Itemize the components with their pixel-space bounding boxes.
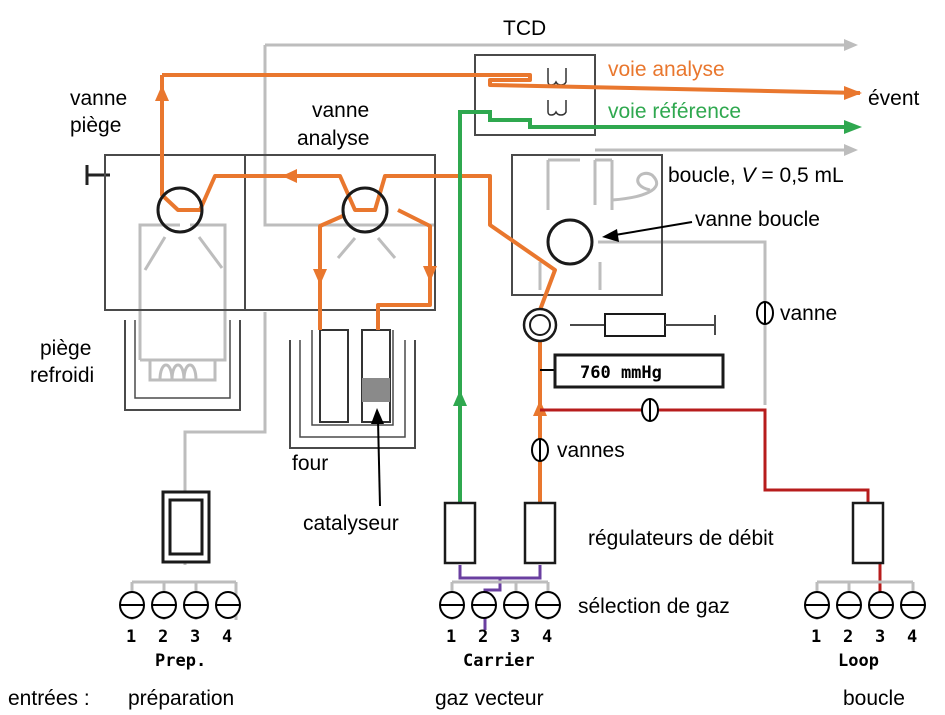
carrier-ports: 1 2 3 4 Carrier: [446, 627, 552, 671]
vanne-boucle-label: vanne boucle: [695, 208, 820, 231]
pressure-readout: 760 mmHg: [580, 363, 662, 383]
carrier-selector-valve-4: [535, 591, 561, 619]
event-label: évent: [868, 87, 920, 110]
four-label: four: [292, 452, 328, 475]
prep-selector-valve-2: [151, 591, 177, 619]
piege-refroidi-label-line2: refroidi: [30, 364, 94, 387]
flow-regulator-reference: [443, 501, 477, 565]
vanne-label: vanne: [780, 302, 837, 325]
vanne-piege-label-line1: vanne: [70, 87, 127, 110]
labels: TCD voie analyse voie référence évent va…: [8, 17, 920, 710]
prep-port-2: 2: [158, 627, 168, 647]
tcd-detector: [474, 54, 596, 136]
loop-valve-box: [511, 154, 663, 296]
gaz-vecteur-label: gaz vecteur: [435, 687, 544, 710]
loop-group-name: Loop: [838, 651, 879, 671]
carrier-port-2: 2: [478, 627, 488, 647]
regulateurs-label: régulateurs de débit: [588, 527, 774, 550]
carrier-selector-valve-1: [439, 591, 465, 619]
loop-port-2: 2: [843, 627, 853, 647]
carrier-port-3: 3: [510, 627, 520, 647]
vannes-label: vannes: [557, 439, 625, 462]
prep-selector-valve-4: [215, 591, 241, 619]
carrier-port-1: 1: [446, 627, 456, 647]
small-valves: [531, 301, 774, 462]
loop-port-3: 3: [875, 627, 885, 647]
valve-oven-box: [104, 154, 436, 311]
prep-port-1: 1: [126, 627, 136, 647]
carrier-selector-valve-3: [503, 591, 529, 619]
pressure-gauge: 760 mmHg: [540, 353, 725, 389]
preparation-label: préparation: [128, 687, 234, 710]
entrees-label: entrées :: [8, 687, 90, 710]
tcd-label: TCD: [503, 17, 546, 40]
prep-selector-valve-3: [183, 591, 209, 619]
loop-port-1: 1: [811, 627, 821, 647]
catalyseur-label: catalyseur: [303, 512, 399, 535]
prep-ports: 1 2 3 4 Prep.: [126, 627, 232, 671]
grey-plumbing: [85, 39, 858, 565]
loop-port-4: 4: [907, 627, 917, 647]
loop-selector-valve-1: [804, 591, 830, 619]
boucle-bottom-label: boucle: [843, 687, 905, 710]
trap-valve: [156, 186, 204, 234]
carrier-group-name: Carrier: [463, 651, 535, 671]
prep-group-name: Prep.: [155, 651, 206, 671]
loop-selector-valve-2: [836, 591, 862, 619]
carrier-port-4: 4: [542, 627, 552, 647]
analysis-valve: [341, 186, 389, 234]
loop-selector-valve-3: [868, 591, 894, 619]
carrier-manifold: [439, 580, 561, 620]
vanne-piege-label-line2: piège: [70, 114, 121, 137]
vanne-analyse-label-line2: analyse: [297, 127, 369, 150]
flow-regulators: [443, 501, 885, 565]
prep-column: [161, 490, 211, 564]
voie-reference-label: voie référence: [608, 100, 741, 123]
carrier-selector-valve-2: [471, 591, 497, 619]
cold-trap-dewar: [124, 320, 241, 411]
carrier-selection-lines: [458, 565, 542, 630]
loop-gas-line: [540, 398, 882, 615]
analysis-path: [155, 73, 862, 520]
vanne-analyse-label-line1: vanne: [312, 99, 369, 122]
furnace: [289, 329, 416, 449]
prep-manifold: [119, 580, 241, 620]
catalyst-bed: [362, 378, 390, 402]
pointer-arrows: [371, 221, 693, 507]
selection-gaz-label: sélection de gaz: [578, 595, 730, 618]
piege-refroidi-label-line1: piège: [40, 337, 91, 360]
prep-port-4: 4: [222, 627, 232, 647]
prep-port-3: 3: [190, 627, 200, 647]
prep-selector-valve-1: [119, 591, 145, 619]
flow-regulator-loop: [851, 501, 885, 565]
boucle-volume-label: boucle, V = 0,5 mL: [668, 164, 844, 187]
loop-coil: [522, 307, 558, 343]
reference-path: [453, 110, 862, 520]
loop-ports: 1 2 3 4 Loop: [811, 627, 917, 671]
loop-selector-valve-4: [900, 591, 926, 619]
loop-valve: [546, 218, 594, 266]
flow-regulator-analysis: [523, 501, 557, 565]
loop-manifold: [804, 580, 926, 620]
voie-analyse-label: voie analyse: [608, 58, 725, 81]
